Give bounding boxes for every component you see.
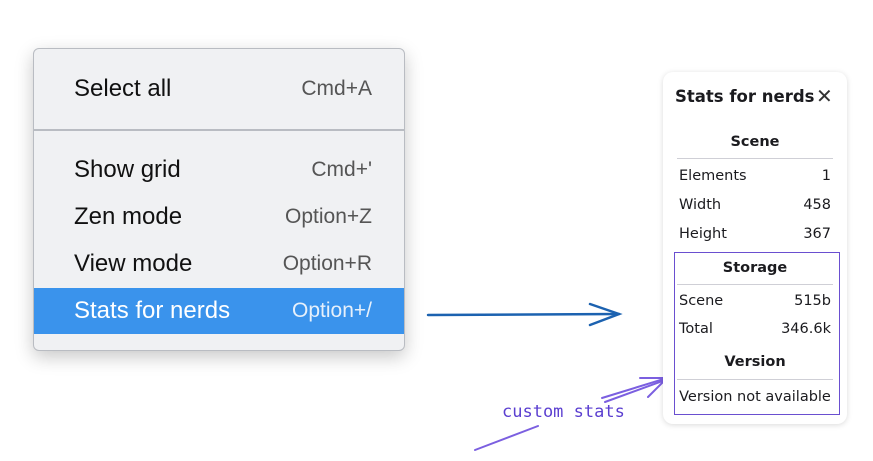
stat-row: Height 367	[679, 226, 831, 242]
stat-row: Elements 1	[679, 168, 831, 184]
menu-shortcut: Cmd+'	[311, 158, 372, 181]
stat-value: 367	[803, 226, 831, 242]
stat-row: Scene 515b	[679, 293, 831, 309]
divider	[677, 158, 833, 159]
custom-stats-note: custom stats	[502, 402, 625, 422]
menu-label: Select all	[74, 75, 172, 102]
menu-label: Show grid	[74, 156, 181, 183]
menu-item-stats-for-nerds[interactable]: Stats for nerds Option+/	[34, 288, 404, 334]
stat-label: Elements	[679, 168, 747, 184]
stats-panel: Stats for nerds ✕ Scene Elements 1 Width 4…	[663, 72, 847, 424]
stat-value: 346.6k	[781, 321, 831, 337]
version-text: Version not available	[679, 389, 831, 405]
panel-title: Stats for nerds	[675, 87, 815, 106]
menu-item-view-mode[interactable]: View mode Option+R	[34, 241, 404, 287]
menu-shortcut: Option+R	[282, 252, 372, 275]
custom-stats-highlight	[674, 252, 840, 415]
scene-header: Scene	[730, 134, 780, 150]
menu-shortcut: Option+/	[292, 299, 372, 322]
version-header: Version	[724, 354, 786, 370]
stat-value: 515b	[794, 293, 831, 309]
menu-item-show-grid[interactable]: Show grid Cmd+'	[34, 147, 404, 193]
menu-label: View mode	[74, 250, 193, 277]
menu-shortcut: Option+Z	[285, 205, 372, 228]
stat-label: Height	[679, 226, 727, 242]
menu-item-select-all[interactable]: Select all Cmd+A	[34, 66, 404, 112]
stat-row: Total 346.6k	[679, 321, 831, 337]
divider	[677, 284, 833, 285]
stat-label: Width	[679, 197, 722, 213]
close-icon[interactable]: ✕	[816, 84, 833, 108]
stat-value: 458	[803, 197, 831, 213]
stat-label: Total	[679, 321, 713, 337]
menu-label: Stats for nerds	[74, 297, 231, 324]
stat-label: Scene	[679, 293, 724, 309]
stat-row: Width 458	[679, 197, 831, 213]
divider	[677, 379, 833, 380]
menu-shortcut: Cmd+A	[301, 77, 372, 100]
stat-value: 1	[821, 168, 831, 184]
right-arrow-icon	[426, 302, 623, 327]
menu-item-zen-mode[interactable]: Zen mode Option+Z	[34, 194, 404, 240]
menu-label: Zen mode	[74, 203, 183, 230]
storage-header: Storage	[722, 260, 788, 276]
menu-separator	[34, 129, 404, 131]
